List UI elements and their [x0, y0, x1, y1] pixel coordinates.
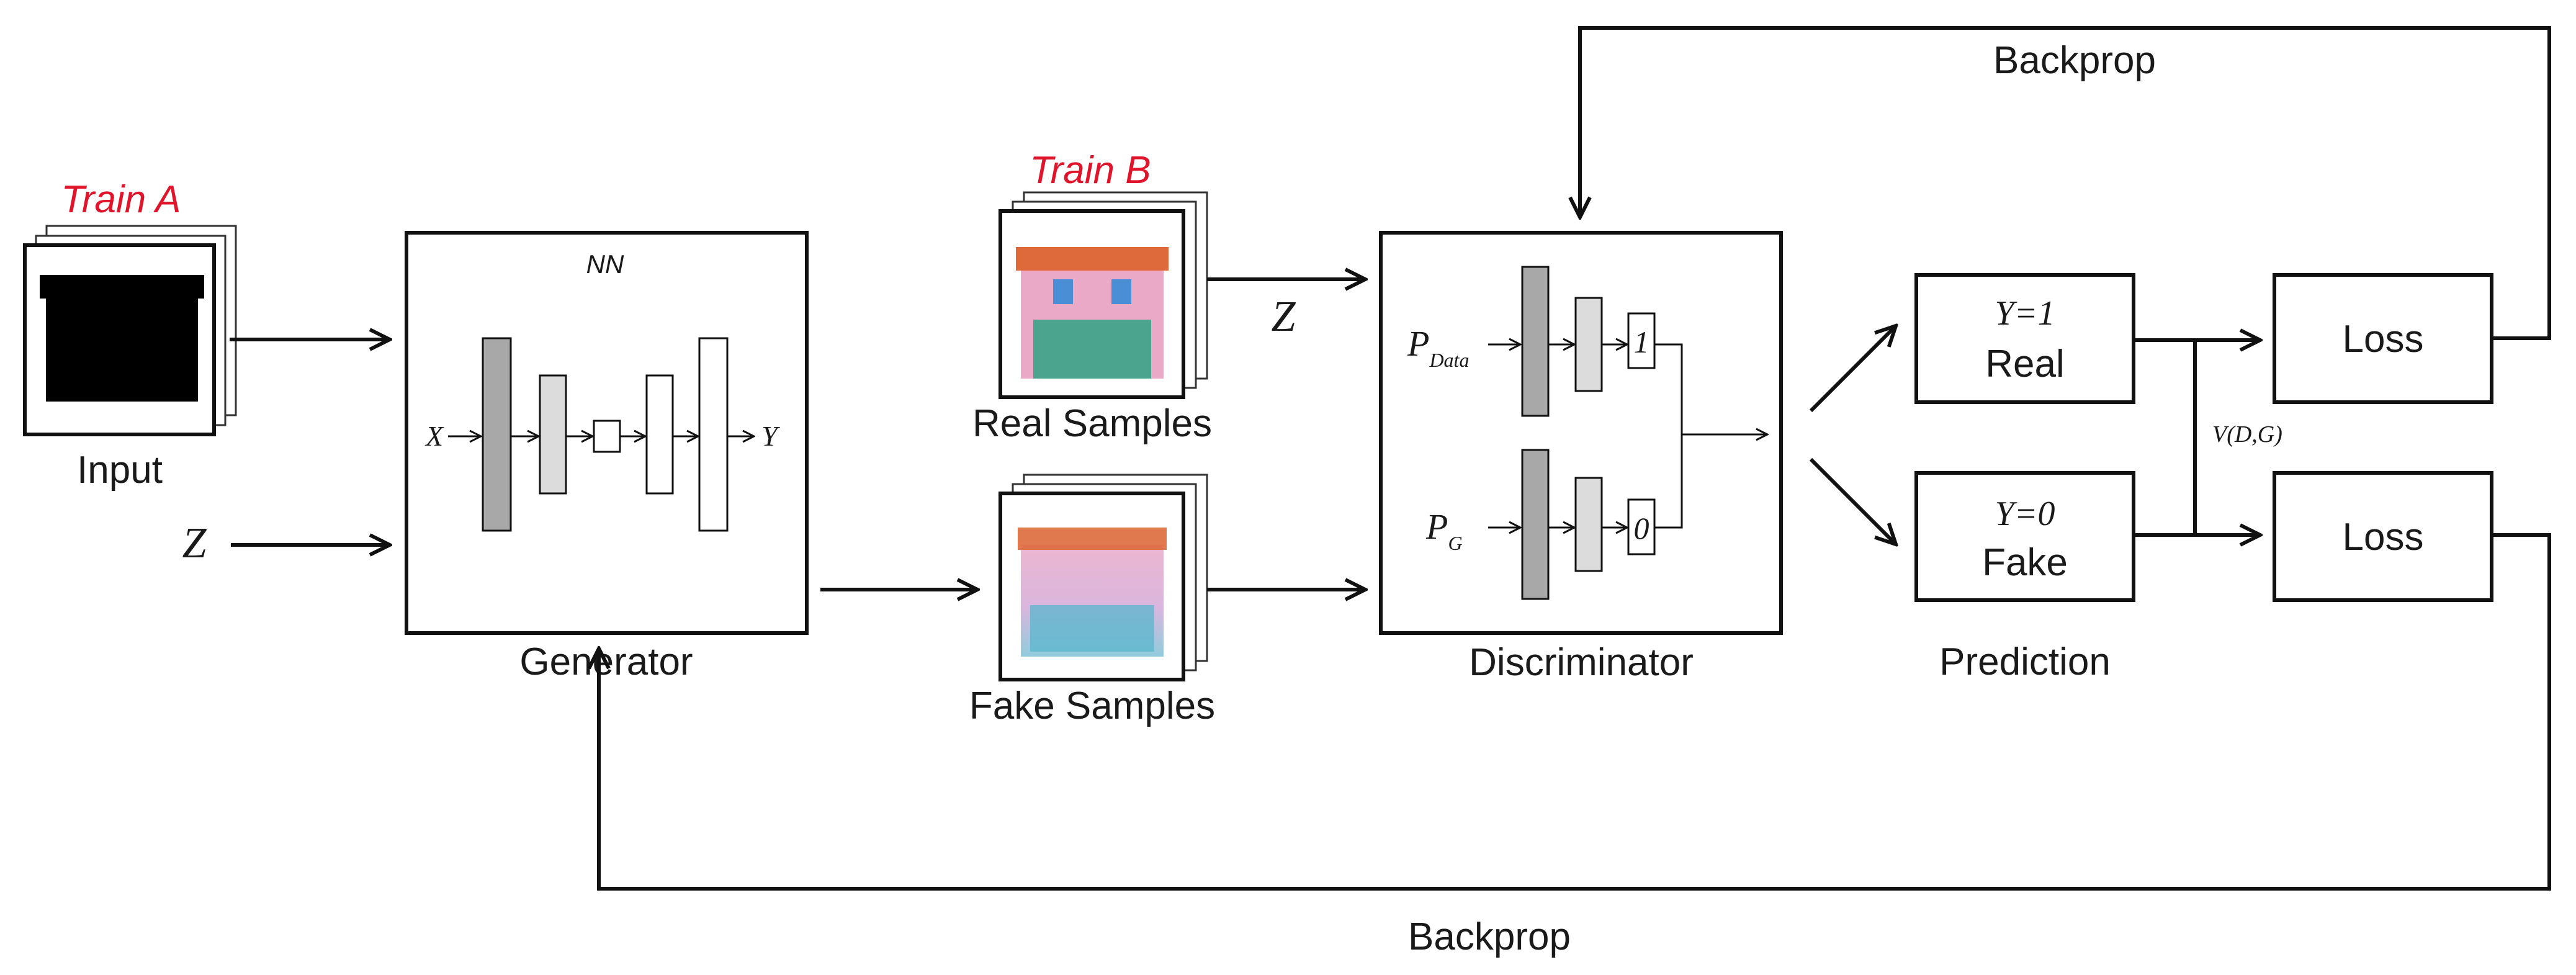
- real-roof: [1016, 247, 1169, 271]
- gen-bottleneck: [593, 420, 621, 453]
- prediction-real-y: Y=1: [1995, 294, 2055, 333]
- real-facade-image: [1016, 247, 1169, 379]
- input-mask-body: [46, 295, 198, 402]
- disc-data-layer-2: [1574, 297, 1603, 392]
- fake-door: [1030, 605, 1154, 652]
- loss-top-label: Loss: [2343, 318, 2424, 361]
- discriminator-block: PData 1 PG 0 Discriminator: [1379, 231, 1783, 684]
- loss-bottom-box: [2273, 471, 2493, 602]
- gen-layer-4: [645, 374, 674, 495]
- disc-out-fake-box: [1627, 498, 1656, 555]
- gen-layer-5: [698, 337, 729, 532]
- gen-layer-2: [539, 374, 567, 495]
- generator-caption: Generator: [519, 640, 693, 683]
- fake-roof: [1018, 528, 1167, 550]
- train-b-label: Train B: [1030, 149, 1151, 192]
- loss-block: Loss Loss: [2273, 273, 2493, 602]
- disc-out-real: 1: [1634, 325, 1649, 359]
- input-mask-roof: [40, 275, 204, 299]
- input-stack: Train A Input: [23, 178, 237, 492]
- gen-layer-1: [482, 337, 512, 532]
- discriminator-box: [1379, 231, 1783, 635]
- real-door: [1033, 320, 1151, 379]
- real-samples-caption: Real Samples: [972, 402, 1212, 445]
- prediction-caption: Prediction: [1939, 640, 2111, 683]
- arrow-disc-fake: [1809, 457, 1896, 544]
- disc-out-real-box: [1627, 312, 1656, 369]
- real-window-right: [1111, 279, 1131, 304]
- generator-block: NN X Y Generator: [405, 231, 809, 683]
- real-window-left: [1053, 279, 1073, 304]
- backprop-top-path: [1580, 26, 2551, 340]
- p-data-label: PData: [1407, 323, 1469, 371]
- discriminator-caption: Discriminator: [1469, 641, 1694, 684]
- generator-x-label: X: [424, 420, 444, 452]
- prediction-real-label: Real: [1985, 343, 2065, 385]
- fake-samples-stack: Fake Samples: [969, 474, 1215, 727]
- disc-out-fake: 0: [1634, 511, 1649, 546]
- backprop-bottom-path: [599, 533, 2551, 891]
- input-caption: Input: [77, 449, 163, 492]
- prediction-fake-label: Fake: [1982, 541, 2068, 584]
- train-a-label: Train A: [61, 178, 181, 221]
- loss-top-box: [2273, 273, 2493, 404]
- backprop-top-label: Backprop: [1993, 39, 2156, 82]
- loss-bottom-label: Loss: [2343, 516, 2424, 559]
- backprop-bottom-label: Backprop: [1408, 915, 1571, 958]
- disc-data-layer-1: [1521, 266, 1550, 417]
- real-samples-stack: Train B Real Samples: [972, 149, 1212, 445]
- disc-merge-lines: [1654, 343, 1767, 529]
- prediction-block: Y=1 Real Y=0 Fake Prediction: [1914, 273, 2135, 683]
- arrow-disc-real: [1809, 326, 1896, 413]
- disc-g-layer-1: [1521, 449, 1550, 600]
- disc-g-layer-2: [1574, 477, 1603, 572]
- prediction-fake-box: [1914, 471, 2135, 602]
- generator-y-label: Y: [761, 420, 780, 452]
- z-left-label: Z: [182, 519, 207, 567]
- generator-nn-label: NN: [586, 249, 624, 279]
- value-function-label: V(D,G): [2212, 421, 2282, 447]
- p-g-label: PG: [1425, 506, 1463, 554]
- prediction-fake-y: Y=0: [1995, 495, 2055, 533]
- prediction-real-box: [1914, 273, 2135, 404]
- z-real-label: Z: [1272, 293, 1296, 341]
- fake-samples-caption: Fake Samples: [969, 685, 1215, 727]
- fake-facade-image: [1018, 528, 1167, 657]
